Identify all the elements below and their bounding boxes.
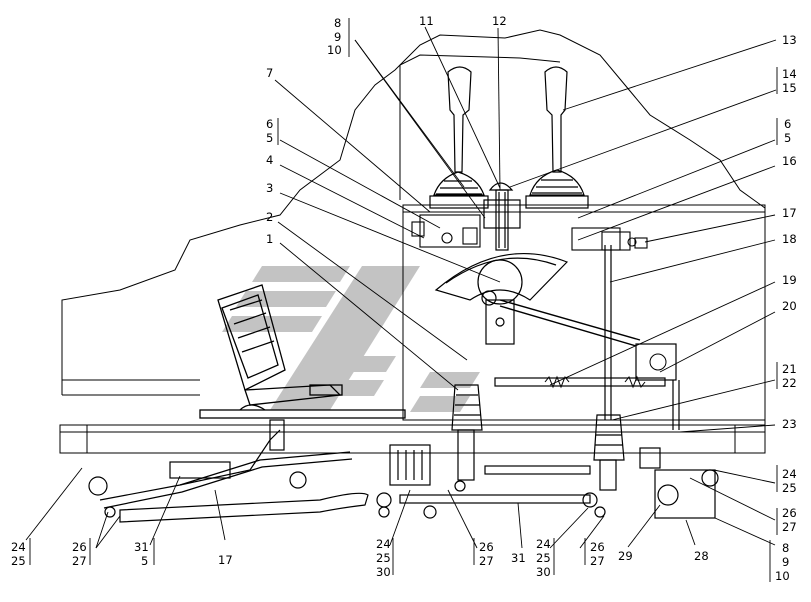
callout-27-right: 27: [782, 520, 797, 534]
central-column: [483, 182, 521, 251]
callout-25-right: 25: [782, 481, 797, 495]
callout-31-a: 31: [134, 540, 149, 554]
sector-quadrant: [434, 252, 569, 345]
callout-8: 8: [334, 16, 341, 30]
callout-30-b: 30: [376, 565, 391, 579]
callout-6-right: 6: [784, 117, 791, 131]
callout-25-c: 25: [536, 551, 551, 565]
floor-frame: [59, 424, 766, 454]
pedal-linkage: [88, 419, 369, 523]
callout-26-c: 26: [590, 540, 605, 554]
callout-5-a: 5: [141, 554, 148, 568]
callout-9: 9: [334, 30, 341, 44]
callout-24-c: 24: [536, 537, 551, 551]
right-joystick: [525, 66, 589, 209]
callout-27-b: 27: [479, 554, 494, 568]
link-rod-20: [635, 343, 677, 381]
callout-23: 23: [782, 417, 797, 431]
callout-6-left: 6: [266, 117, 273, 131]
watermark-logo: [222, 266, 480, 412]
callout-16: 16: [782, 154, 797, 168]
callout-8-bottom: 8: [782, 541, 789, 555]
callout-26-b: 26: [479, 540, 494, 554]
callout-27-a: 27: [72, 554, 87, 568]
callout-14: 14: [782, 67, 797, 81]
callout-7: 7: [266, 66, 273, 80]
cab-outline: [61, 29, 766, 440]
callout-30-c: 30: [536, 565, 551, 579]
callout-25-b: 25: [376, 551, 391, 565]
callout-19: 19: [782, 273, 797, 287]
callout-18: 18: [782, 232, 797, 246]
callout-13: 13: [782, 33, 797, 47]
control-panel-box: [402, 204, 766, 421]
callout-2: 2: [266, 210, 273, 224]
callout-22: 22: [782, 376, 797, 390]
callout-25-a: 25: [11, 554, 26, 568]
callout-10-bottom: 10: [775, 569, 790, 583]
callout-29: 29: [618, 549, 633, 563]
operator-seat: [199, 284, 406, 419]
callout-15: 15: [782, 81, 797, 95]
callout-24-b: 24: [376, 537, 391, 551]
callout-28: 28: [694, 549, 709, 563]
callout-21: 21: [782, 362, 797, 376]
leader-lines: [25, 18, 778, 582]
callout-4: 4: [266, 153, 273, 167]
callout-17-right: 17: [782, 206, 797, 220]
callout-26-a: 26: [72, 540, 87, 554]
callout-20: 20: [782, 299, 797, 313]
callout-5-right: 5: [784, 131, 791, 145]
right-boot: [593, 414, 625, 491]
left-boot: [451, 384, 483, 481]
callout-12: 12: [492, 14, 507, 28]
callout-27-c: 27: [590, 554, 605, 568]
callout-26-right: 26: [782, 506, 797, 520]
callout-9-bottom: 9: [782, 555, 789, 569]
left-joystick: [429, 66, 489, 209]
callout-labels: 8 9 10 11 12 13 14 15 7 6 5 6 5 4 3 2 1 …: [11, 14, 797, 583]
callout-10: 10: [327, 43, 342, 57]
callout-31-b: 31: [511, 551, 526, 565]
right-valve-block: [571, 227, 637, 251]
cab-inner-outline: [399, 54, 561, 200]
callout-3: 3: [266, 181, 273, 195]
callout-1: 1: [266, 232, 273, 246]
lower-rods: [376, 444, 719, 519]
callout-24-right: 24: [782, 467, 797, 481]
callout-11: 11: [419, 14, 434, 28]
callout-17-a: 17: [218, 553, 233, 567]
left-valve-block: [411, 214, 481, 248]
callout-24-a: 24: [11, 540, 26, 554]
callout-5-left: 5: [266, 131, 273, 145]
